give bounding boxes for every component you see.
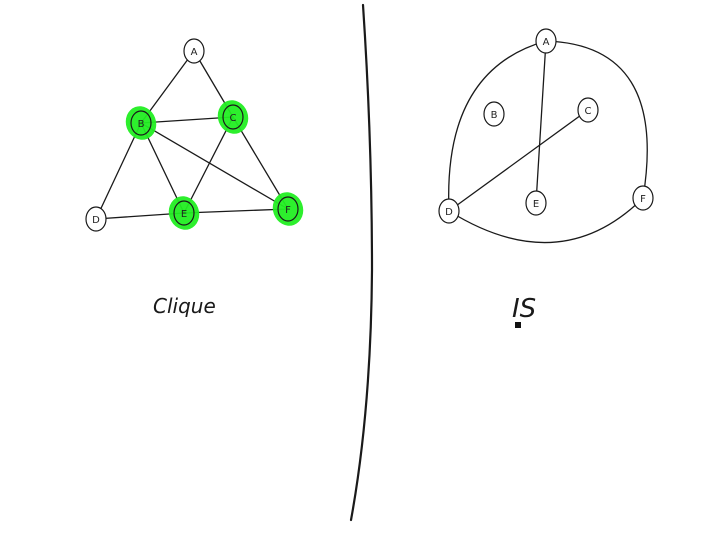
is-node-c xyxy=(577,97,599,123)
clique-node-f-label: F xyxy=(285,205,291,216)
divider-line xyxy=(349,3,374,522)
clique-node-a xyxy=(183,38,205,64)
is-node-c-label: C xyxy=(585,106,592,117)
is-node-f xyxy=(632,185,654,211)
clique-graph: A B C D E F xyxy=(85,38,304,232)
is-node-d xyxy=(438,198,460,224)
is-node-b xyxy=(483,101,505,127)
clique-edge-b-f xyxy=(140,122,289,210)
independent-set-graph: A B C D E F xyxy=(438,28,654,244)
is-node-e-label: E xyxy=(533,199,539,210)
clique-node-c-label: C xyxy=(230,113,237,124)
clique-node-c xyxy=(222,104,244,130)
is-node-a-label: A xyxy=(543,37,550,48)
clique-node-f xyxy=(277,196,299,222)
clique-node-a-label: A xyxy=(191,47,198,58)
clique-node-d-label: D xyxy=(92,215,100,226)
is-edge-d-f xyxy=(448,197,644,244)
is-caption: IS xyxy=(512,294,536,324)
is-edge-a-f xyxy=(545,40,648,199)
is-edge-a-d xyxy=(448,40,547,212)
clique-edge-e-f xyxy=(183,208,289,214)
is-edge-a-e xyxy=(535,40,547,204)
is-node-b-label: B xyxy=(491,110,498,121)
clique-edge-b-c xyxy=(140,116,234,124)
clique-node-b xyxy=(130,110,152,136)
pen-cursor xyxy=(515,322,521,328)
is-node-e xyxy=(525,190,547,216)
clique-caption: Clique xyxy=(153,294,216,318)
clique-node-d xyxy=(85,206,107,232)
clique-edge-b-d xyxy=(95,122,142,220)
clique-edge-c-f xyxy=(232,116,289,210)
clique-node-e xyxy=(173,200,195,226)
clique-node-b-label: B xyxy=(138,119,145,130)
clique-edge-c-e xyxy=(183,116,234,214)
clique-node-e-label: E xyxy=(181,209,187,220)
is-edge-c-d xyxy=(448,109,589,212)
is-node-a xyxy=(535,28,557,54)
is-node-d-label: D xyxy=(445,207,453,218)
is-node-f-label: F xyxy=(640,194,646,205)
